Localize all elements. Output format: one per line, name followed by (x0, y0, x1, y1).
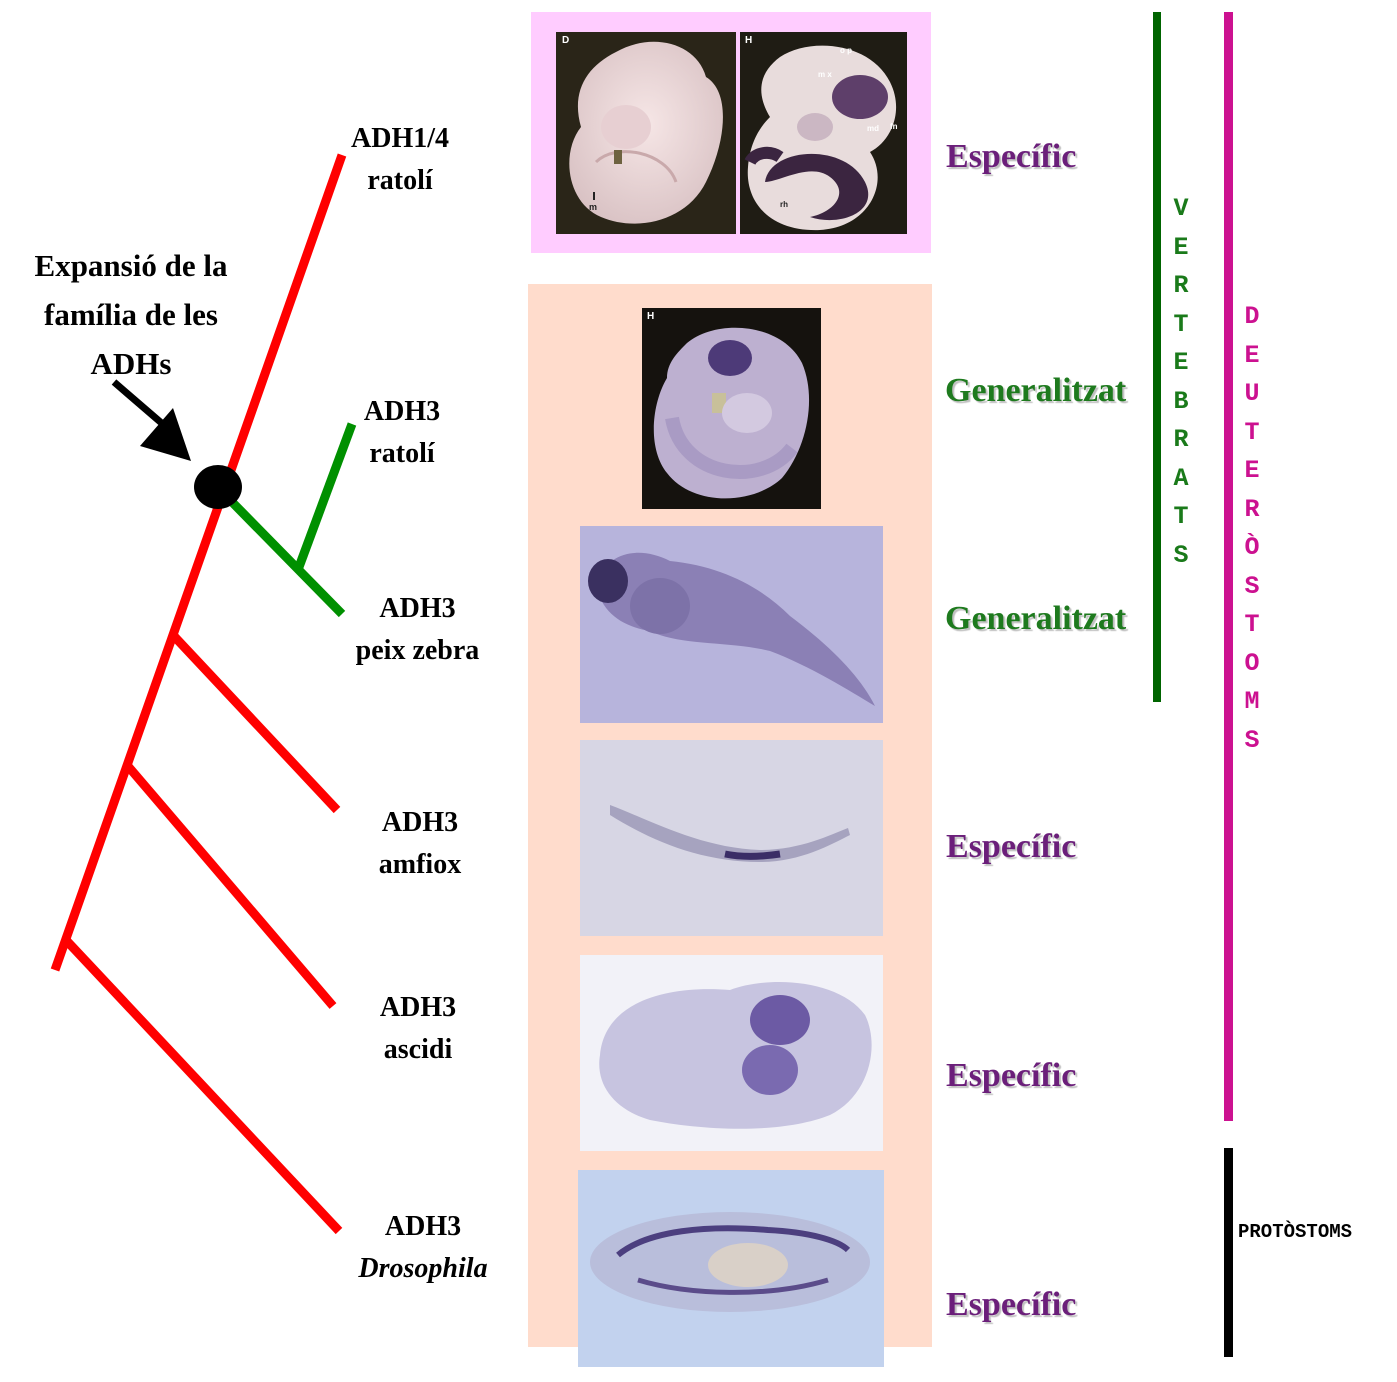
gene-name: ADH1/4 (315, 118, 485, 160)
organism-name: peix zebra (330, 630, 505, 672)
vertebrats-label-letter: R (1164, 421, 1198, 460)
deuterostoms-label-letter: T (1235, 414, 1269, 453)
vertebrats-label-letter: E (1164, 229, 1198, 268)
species-label-adh3-peixzebra: ADH3 peix zebra (330, 588, 505, 672)
species-label-adh3-ascidi: ADH3 ascidi (333, 987, 503, 1071)
organism-name: ascidi (333, 1029, 503, 1071)
photo-adh3-zebrafish (580, 526, 883, 723)
arrow-label-rh: rh (780, 200, 788, 209)
deuterostoms-label-letter: E (1235, 337, 1269, 376)
branch-adh3-vertebrates (233, 503, 342, 614)
species-label-adh14-ratoli: ADH1/4 ratolí (315, 118, 485, 202)
protostoms-bar (1224, 1148, 1233, 1357)
vertebrats-bar (1153, 12, 1161, 702)
pattern-adh3-ascidi: Específic (946, 1057, 1076, 1095)
vertebrats-label-letter: A (1164, 460, 1198, 499)
arrow-label-op: o p (840, 46, 852, 55)
gene-name: ADH3 (330, 588, 505, 630)
expansion-node (194, 465, 242, 509)
photo-adh14-mouse-h: H o p m x md fn rh (740, 32, 907, 234)
arrow-label-fn: fn (890, 122, 898, 131)
vertebrats-label-letter: S (1164, 537, 1198, 576)
arrow-label-md: md (867, 124, 879, 133)
pointer-arrow (114, 382, 191, 461)
gene-name: ADH3 (338, 1206, 508, 1248)
deuterostoms-label-letter: O (1235, 645, 1269, 684)
deuterostoms-label-letter: R (1235, 491, 1269, 530)
species-label-adh3-ratoli: ADH3 ratolí (317, 391, 487, 475)
plate-letter-d: D (562, 35, 569, 46)
vertebrats-label-letter: B (1164, 383, 1198, 422)
gene-name: ADH3 (333, 987, 503, 1029)
deuterostoms-label-letter: E (1235, 452, 1269, 491)
deuterostoms-bar (1224, 12, 1233, 1121)
pattern-adh3-ratoli: Generalitzat (945, 372, 1126, 410)
branch-drosophila (65, 939, 339, 1231)
pattern-adh3-amfiox: Específic (946, 828, 1076, 866)
protostoms-label: PROTÒSTOMS (1238, 1221, 1352, 1243)
deuterostoms-label-letter: S (1235, 568, 1269, 607)
vertebrats-label-letter: V (1164, 190, 1198, 229)
species-label-adh3-drosophila: ADH3 Drosophila (338, 1206, 508, 1290)
photo-adh3-mouse: H (642, 308, 821, 509)
branch-amfiox (173, 635, 337, 810)
organism-name: amfiox (335, 844, 505, 886)
pattern-adh14-ratoli: Específic (946, 138, 1076, 176)
annotation-line-1: Expansió de la (0, 241, 262, 290)
plate-letter-h: H (745, 35, 752, 46)
photo-adh3-drosophila (578, 1170, 884, 1367)
deuterostoms-label-letter: S (1235, 722, 1269, 761)
annotation-line-3: ADHs (0, 339, 262, 388)
pattern-adh3-drosophila: Específic (946, 1286, 1076, 1324)
vertebrats-label-letter: T (1164, 306, 1198, 345)
photo-adh3-amphioxus (580, 740, 883, 936)
annotation-line-2: família de les (0, 290, 262, 339)
branch-ascidi (127, 765, 333, 1006)
deuterostoms-label-letter: M (1235, 683, 1269, 722)
deuterostoms-label-letter: Ò (1235, 529, 1269, 568)
arrow-label-mx: m x (818, 70, 832, 79)
plate-letter-h-adh3: H (647, 311, 654, 322)
arrow-label-m: m (589, 202, 597, 212)
organism-name: ratolí (317, 433, 487, 475)
vertebrats-label-letter: E (1164, 344, 1198, 383)
organism-name: ratolí (315, 160, 485, 202)
pattern-adh3-peixzebra: Generalitzat (945, 600, 1126, 638)
expansion-annotation: Expansió de la família de les ADHs (0, 241, 262, 388)
deuterostoms-label-letter: U (1235, 375, 1269, 414)
species-label-adh3-amfiox: ADH3 amfiox (335, 802, 505, 886)
gene-name: ADH3 (317, 391, 487, 433)
deuterostoms-label-letter: T (1235, 606, 1269, 645)
photo-adh3-ascidian (580, 955, 883, 1151)
deuterostoms-label-letter: D (1235, 298, 1269, 337)
vertebrats-label-letter: R (1164, 267, 1198, 306)
photo-adh14-mouse-d: D m (556, 32, 736, 234)
gene-name: ADH3 (335, 802, 505, 844)
organism-name: Drosophila (338, 1248, 508, 1290)
vertebrats-label-letter: T (1164, 498, 1198, 537)
